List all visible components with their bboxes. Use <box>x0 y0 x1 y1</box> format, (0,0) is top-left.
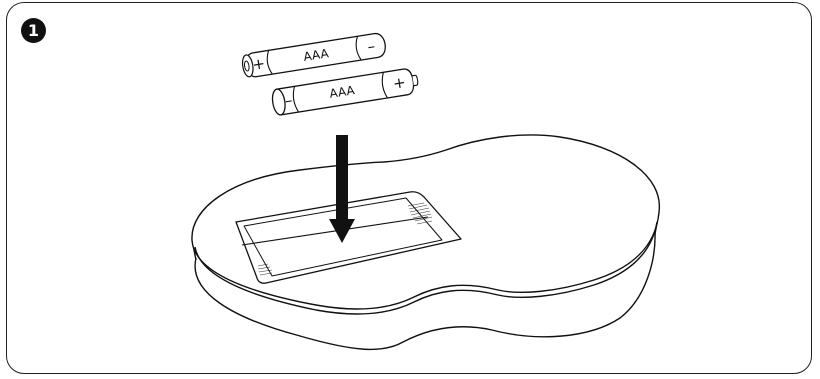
arrow-shaft <box>336 135 348 221</box>
battery-lower: – AAA + <box>271 67 420 116</box>
battery-upper: + AAA – <box>241 32 387 78</box>
